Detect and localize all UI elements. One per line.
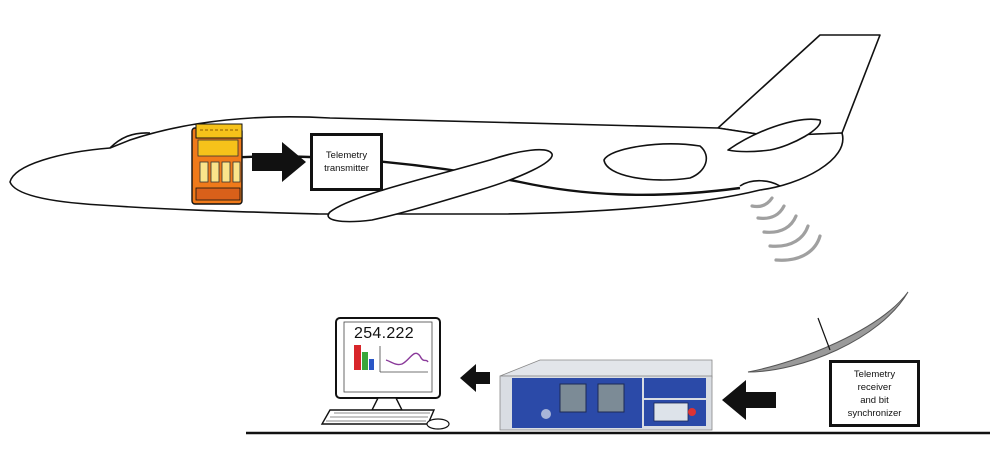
monitor-readout: 254.222 — [354, 325, 414, 342]
transmitter-label-line-2: transmitter — [324, 163, 369, 174]
keyboard-icon — [320, 409, 436, 425]
receiver-label-line-1: Telemetry — [853, 368, 896, 380]
rack-unit-icon — [499, 359, 713, 431]
signal-waves-icon — [750, 196, 822, 262]
receiver-label-line-4: synchronizer — [847, 407, 902, 419]
arrow-right-icon — [252, 142, 306, 182]
receiver-label-line-3: and bit — [860, 394, 889, 406]
telemetry-receiver-box: Telemetry receiver and bit synchronizer — [829, 360, 920, 427]
arrow-left-icon — [722, 380, 776, 420]
arrow-left-icon — [460, 364, 490, 392]
receiver-label-line-2: receiver — [857, 381, 892, 393]
mouse-icon — [426, 418, 450, 430]
transmitter-label-line-1: Telemetry — [325, 150, 368, 161]
dish-antenna-icon — [747, 291, 909, 373]
flight-recorder-icon — [191, 123, 243, 205]
airplane-icon — [9, 34, 881, 223]
telemetry-transmitter-box: Telemetry transmitter — [310, 133, 383, 191]
